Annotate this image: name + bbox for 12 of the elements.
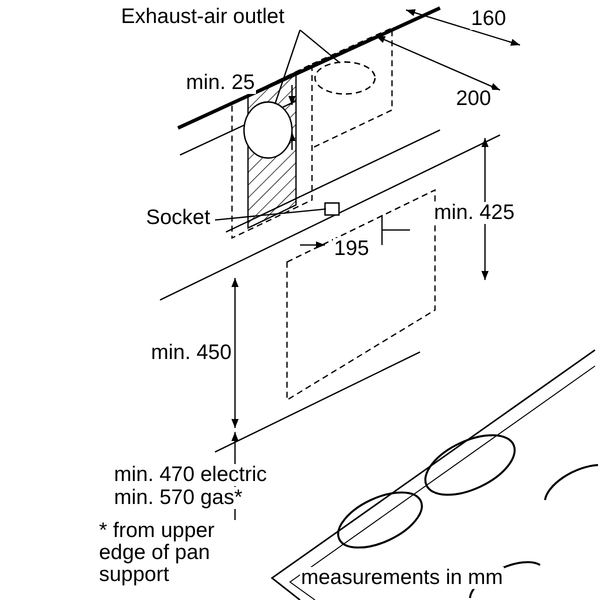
leader-line — [300, 30, 340, 64]
leader-line — [274, 30, 301, 104]
unit-note: measurements in mm — [300, 567, 504, 589]
dimension-label: 160 — [470, 8, 508, 30]
dimension-label: min. 470 electric — [113, 464, 268, 486]
dimension-label: min. 425 — [433, 202, 516, 224]
outlet-opening — [243, 101, 293, 159]
leader-line — [214, 208, 326, 221]
socket-symbol — [324, 202, 340, 216]
dimension-label: min. 25 — [185, 72, 256, 94]
dimension-label: min. 570 gas* — [113, 487, 244, 509]
outlet-opening — [314, 61, 376, 95]
